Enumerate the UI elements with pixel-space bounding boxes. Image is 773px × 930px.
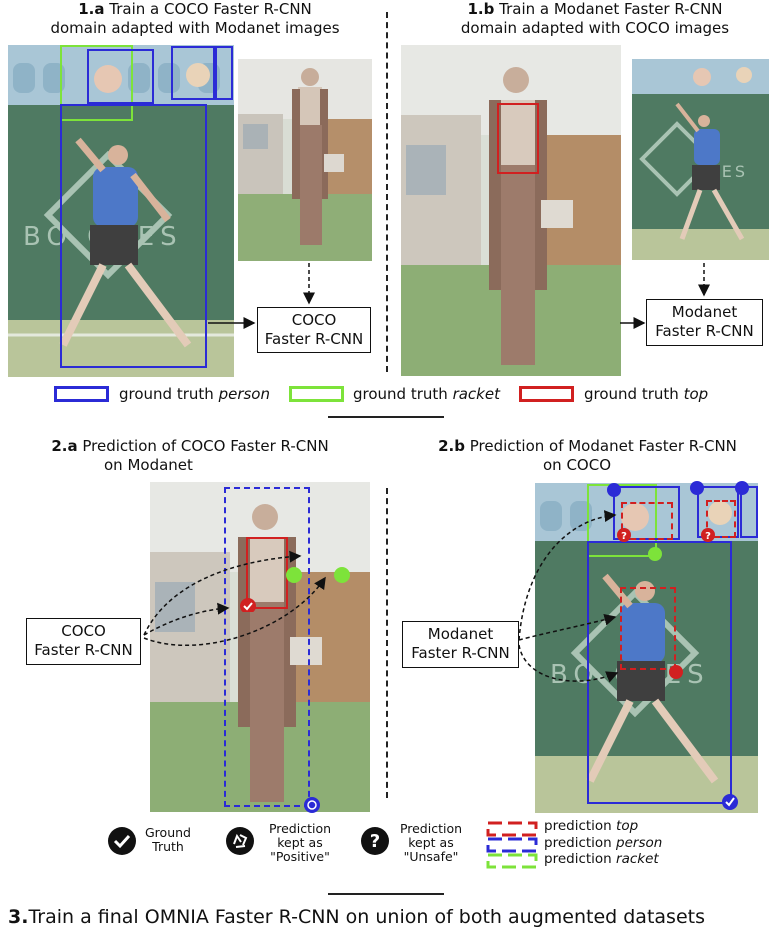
legend-pred-person: prediction person: [544, 835, 662, 852]
model-label: COCO: [258, 311, 370, 330]
ground-truth-check-icon: [107, 826, 137, 856]
panel-1a-caption: 1.a Train a COCO Faster R-CNN domain ada…: [30, 0, 360, 38]
model-label: Faster R-CNN: [647, 322, 762, 341]
gt-person-box: [87, 49, 154, 104]
tennis-photo-1b: OCES: [632, 59, 769, 260]
panel-2b-title: Prediction of Modanet Faster R-CNN: [470, 437, 737, 455]
model-label: Modanet: [647, 303, 762, 322]
panel-2b-number: 2.b: [438, 437, 465, 455]
step-3-text: Train a final OMNIA Faster R-CNN on unio…: [28, 906, 705, 928]
model-label: Faster R-CNN: [27, 641, 140, 660]
panel-2a-number: 2.a: [51, 437, 77, 455]
panel-2b-caption: 2.b Prediction of Modanet Faster R-CNN o…: [415, 437, 760, 475]
modanet-faster-rcnn-model-1b: Modanet Faster R-CNN: [646, 299, 763, 346]
section-rule: [328, 893, 444, 895]
modanet-faster-rcnn-model-2b: Modanet Faster R-CNN: [402, 621, 519, 668]
gt-person-box: [215, 46, 233, 100]
svg-text:?: ?: [705, 531, 711, 542]
panel-2a-subtitle: on Modanet: [20, 456, 360, 475]
legend-swatch-person: [54, 386, 109, 402]
gt-person-box: [171, 46, 215, 100]
prediction-swatches: [485, 820, 539, 870]
panel-2a-caption: 2.a Prediction of COCO Faster R-CNN on M…: [20, 437, 360, 475]
panel-1b-caption: 1.b Train a Modanet Faster R-CNN domain …: [430, 0, 760, 38]
panel-1a-title: Train a COCO Faster R-CNN: [109, 0, 312, 18]
svg-text:?: ?: [370, 831, 380, 852]
divider-vertical-bottom: [386, 488, 388, 798]
gt-person-box: [60, 104, 207, 368]
panel-1b-number: 1.b: [467, 0, 494, 18]
recycle-icon: [225, 826, 255, 856]
panel-1b-title: Train a Modanet Faster R-CNN: [499, 0, 722, 18]
model-label: Faster R-CNN: [403, 644, 518, 663]
model-label: COCO: [27, 622, 140, 641]
legend-pred-racket: prediction racket: [544, 851, 662, 868]
legend-gt-racket: ground truth racket: [353, 385, 500, 403]
legend-gt-top: ground truth top: [584, 385, 708, 403]
coco-faster-rcnn-model-2a: COCO Faster R-CNN: [26, 618, 141, 665]
legend-swatch-racket: [289, 386, 344, 402]
panel-2b-subtitle: on COCO: [415, 456, 760, 475]
step-3-caption: 3.Train a final OMNIA Faster R-CNN on un…: [8, 905, 773, 929]
arrows-2b: [515, 505, 635, 695]
panel-1a-subtitle: domain adapted with Modanet images: [30, 19, 360, 38]
gt-top-box: [497, 103, 539, 174]
panel-1b-subtitle: domain adapted with COCO images: [430, 19, 760, 38]
legend-gt-person: ground truth person: [119, 385, 270, 403]
model-label: Modanet: [403, 625, 518, 644]
step-3-number: 3.: [8, 906, 28, 928]
model-label: Faster R-CNN: [258, 330, 370, 349]
section-rule: [328, 416, 444, 418]
legend-pred-top: prediction top: [544, 818, 662, 835]
question-icon: ?: [360, 826, 390, 856]
legend-swatch-top: [519, 386, 574, 402]
panel-2a-title: Prediction of COCO Faster R-CNN: [82, 437, 328, 455]
arrows-2a: [140, 540, 360, 660]
coco-faster-rcnn-model-1a: COCO Faster R-CNN: [257, 307, 371, 353]
panel-1a-number: 1.a: [78, 0, 104, 18]
fashion-photo-1b: [401, 45, 621, 376]
divider-vertical-top: [386, 12, 388, 372]
legend-predictions: prediction top prediction person predict…: [544, 818, 662, 868]
recycle-icon: [302, 795, 322, 815]
fashion-photo-1a: [238, 59, 372, 261]
